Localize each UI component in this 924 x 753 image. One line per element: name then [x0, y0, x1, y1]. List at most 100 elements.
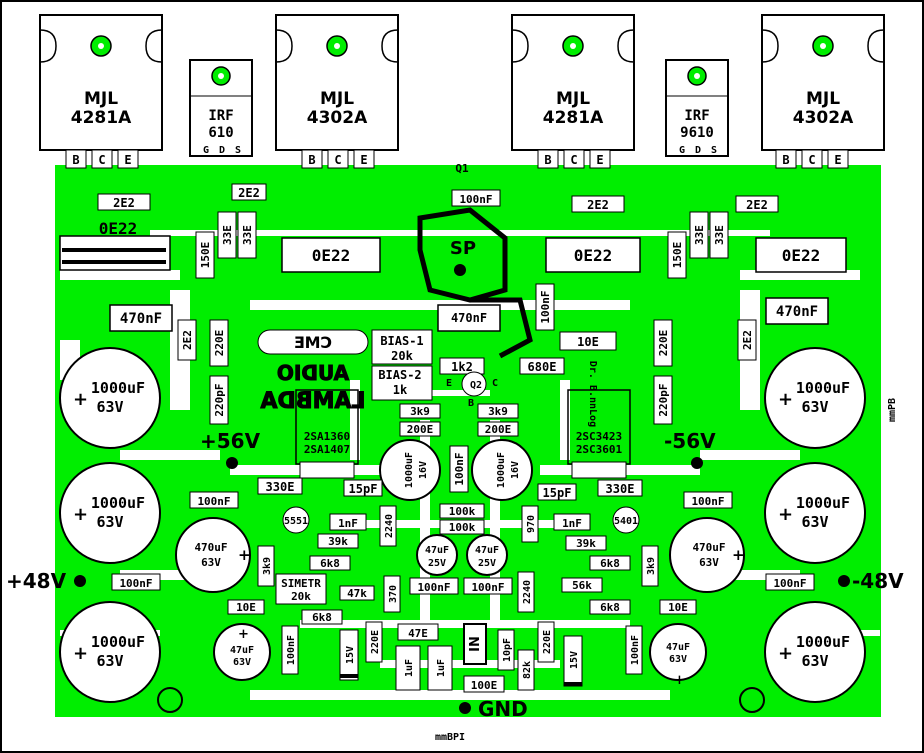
transistor-t6: MJL 4302A B C E: [761, 14, 885, 169]
c-100n-vertical: 100nF: [535, 283, 555, 331]
svg-text:C: C: [492, 378, 498, 389]
r-970: 970: [521, 505, 539, 543]
svg-text:AUDIO: AUDIO: [277, 361, 349, 385]
transistor-t1: MJL 4281A B C E: [39, 14, 163, 169]
r-1k2: 1k2: [439, 357, 485, 375]
svg-text:0E22: 0E22: [574, 246, 613, 265]
speaker-output-pad[interactable]: SP: [417, 207, 533, 359]
rail-minus-48v: -48V: [852, 569, 904, 593]
c-1u-a: 1uF: [395, 645, 421, 691]
svg-text:470uF: 470uF: [194, 541, 227, 554]
designer-credit: Dr. B.nnLog: [587, 361, 598, 427]
svg-text:15pF: 15pF: [349, 482, 378, 496]
svg-text:47k: 47k: [347, 587, 367, 600]
svg-text:6k8: 6k8: [600, 557, 620, 570]
svg-text:10pF: 10pF: [502, 638, 513, 662]
r-0e22-b: 0E22: [281, 237, 381, 273]
c-100n-i: 100nF: [625, 625, 643, 675]
svg-text:470uF: 470uF: [692, 541, 725, 554]
svg-text:370: 370: [388, 585, 399, 603]
t6-pin-b: B: [782, 153, 789, 167]
t5-label-1: IRF: [684, 108, 709, 124]
svg-text:63V: 63V: [669, 654, 687, 665]
svg-text:2SC3601: 2SC3601: [576, 443, 623, 456]
t6-pin-e: E: [834, 153, 841, 167]
r-6k8-a: 6k8: [309, 555, 351, 571]
t3-pin-e: E: [360, 153, 367, 167]
svg-text:BIAS-2: BIAS-2: [378, 368, 421, 382]
t3-pin-c: C: [334, 153, 341, 167]
svg-text:100nF: 100nF: [417, 581, 450, 594]
svg-text:+: +: [732, 546, 745, 564]
r-3k9-b: 3k9: [477, 403, 519, 419]
svg-text:39k: 39k: [576, 537, 596, 550]
r-200e-b: 200E: [477, 421, 519, 437]
credit-side: mmPB: [887, 398, 898, 422]
logo: ƎMƆ AUDIO LAMBDA: [257, 329, 369, 415]
r-2240-l: 2240: [379, 505, 397, 547]
cap-l1-voltage: 63V: [96, 398, 123, 416]
q-5551: 5551: [282, 506, 310, 534]
t4-pin-c: C: [570, 153, 577, 167]
svg-text:1nF: 1nF: [562, 517, 582, 530]
svg-text:100nF: 100nF: [773, 577, 806, 590]
c-1u-b: 1uF: [427, 645, 453, 691]
svg-text:25V: 25V: [428, 558, 446, 569]
r-39k-l: 39k: [317, 533, 359, 549]
svg-text:6k8: 6k8: [320, 557, 340, 570]
svg-text:SIMETR: SIMETR: [281, 577, 321, 590]
svg-text:200E: 200E: [407, 423, 434, 436]
transistor-t2: IRF 610 G D S: [189, 59, 253, 157]
cap-47u-25v-b: 47uF 25V: [466, 534, 508, 576]
svg-text:25V: 25V: [478, 558, 496, 569]
q-5401: 5401: [612, 506, 640, 534]
r-10e-top: 10E: [559, 331, 617, 351]
svg-text:6k8: 6k8: [312, 611, 332, 624]
r-33e-4: 33E: [709, 211, 729, 259]
svg-text:220E: 220E: [370, 630, 381, 654]
svg-text:IN: IN: [468, 636, 483, 652]
svg-text:1k2: 1k2: [451, 360, 473, 374]
svg-text:10E: 10E: [577, 335, 599, 349]
cap-r1-voltage: 63V: [801, 398, 828, 416]
svg-text:3k9: 3k9: [488, 405, 508, 418]
svg-text:+: +: [73, 389, 88, 410]
r-33e-3: 33E: [689, 211, 709, 259]
t3-label-1: MJL: [320, 89, 354, 109]
t1-pin-c: C: [98, 153, 105, 167]
t5-pin-s: S: [711, 145, 717, 156]
t5-label-2: 9610: [680, 125, 714, 141]
svg-text:220E: 220E: [542, 630, 553, 654]
svg-text:100nF: 100nF: [459, 193, 492, 206]
svg-text:+: +: [778, 643, 793, 664]
r-220e-l: 220E: [209, 319, 229, 367]
c-100n-b: 100nF: [409, 577, 459, 595]
r-82k: 82k: [517, 649, 535, 691]
svg-text:100nF: 100nF: [630, 635, 641, 665]
cap-l3-value: 1000uF: [91, 633, 145, 651]
t2-pin-s: S: [235, 145, 241, 156]
svg-text:3k9: 3k9: [262, 557, 273, 575]
c-100n-c: 100nF: [463, 577, 513, 595]
svg-text:970: 970: [526, 515, 537, 533]
svg-text:220pF: 220pF: [657, 383, 670, 416]
svg-text:100nF: 100nF: [471, 581, 504, 594]
svg-text:2SA1360: 2SA1360: [304, 430, 350, 443]
c-100n-g: 100nF: [765, 573, 815, 591]
c-470n-mid: 470nF: [437, 304, 501, 332]
t1-label-2: 4281A: [71, 108, 132, 128]
r-2e2-b: 2E2: [231, 183, 267, 201]
r-2e2-d: 2E2: [735, 195, 779, 213]
d-15v-a: 15V: [339, 629, 359, 681]
r-3k9-d: 3k9: [641, 545, 659, 587]
cap-l1-value: 1000uF: [91, 379, 145, 397]
r-330e-r: 330E: [597, 479, 643, 497]
input-connector[interactable]: IN: [463, 623, 487, 665]
r-33e-1: 33E: [217, 211, 237, 259]
t6-label-1: MJL: [806, 89, 840, 109]
cap-47u-right: + 47uF 63V: [649, 623, 707, 688]
svg-text:470nF: 470nF: [120, 311, 162, 327]
